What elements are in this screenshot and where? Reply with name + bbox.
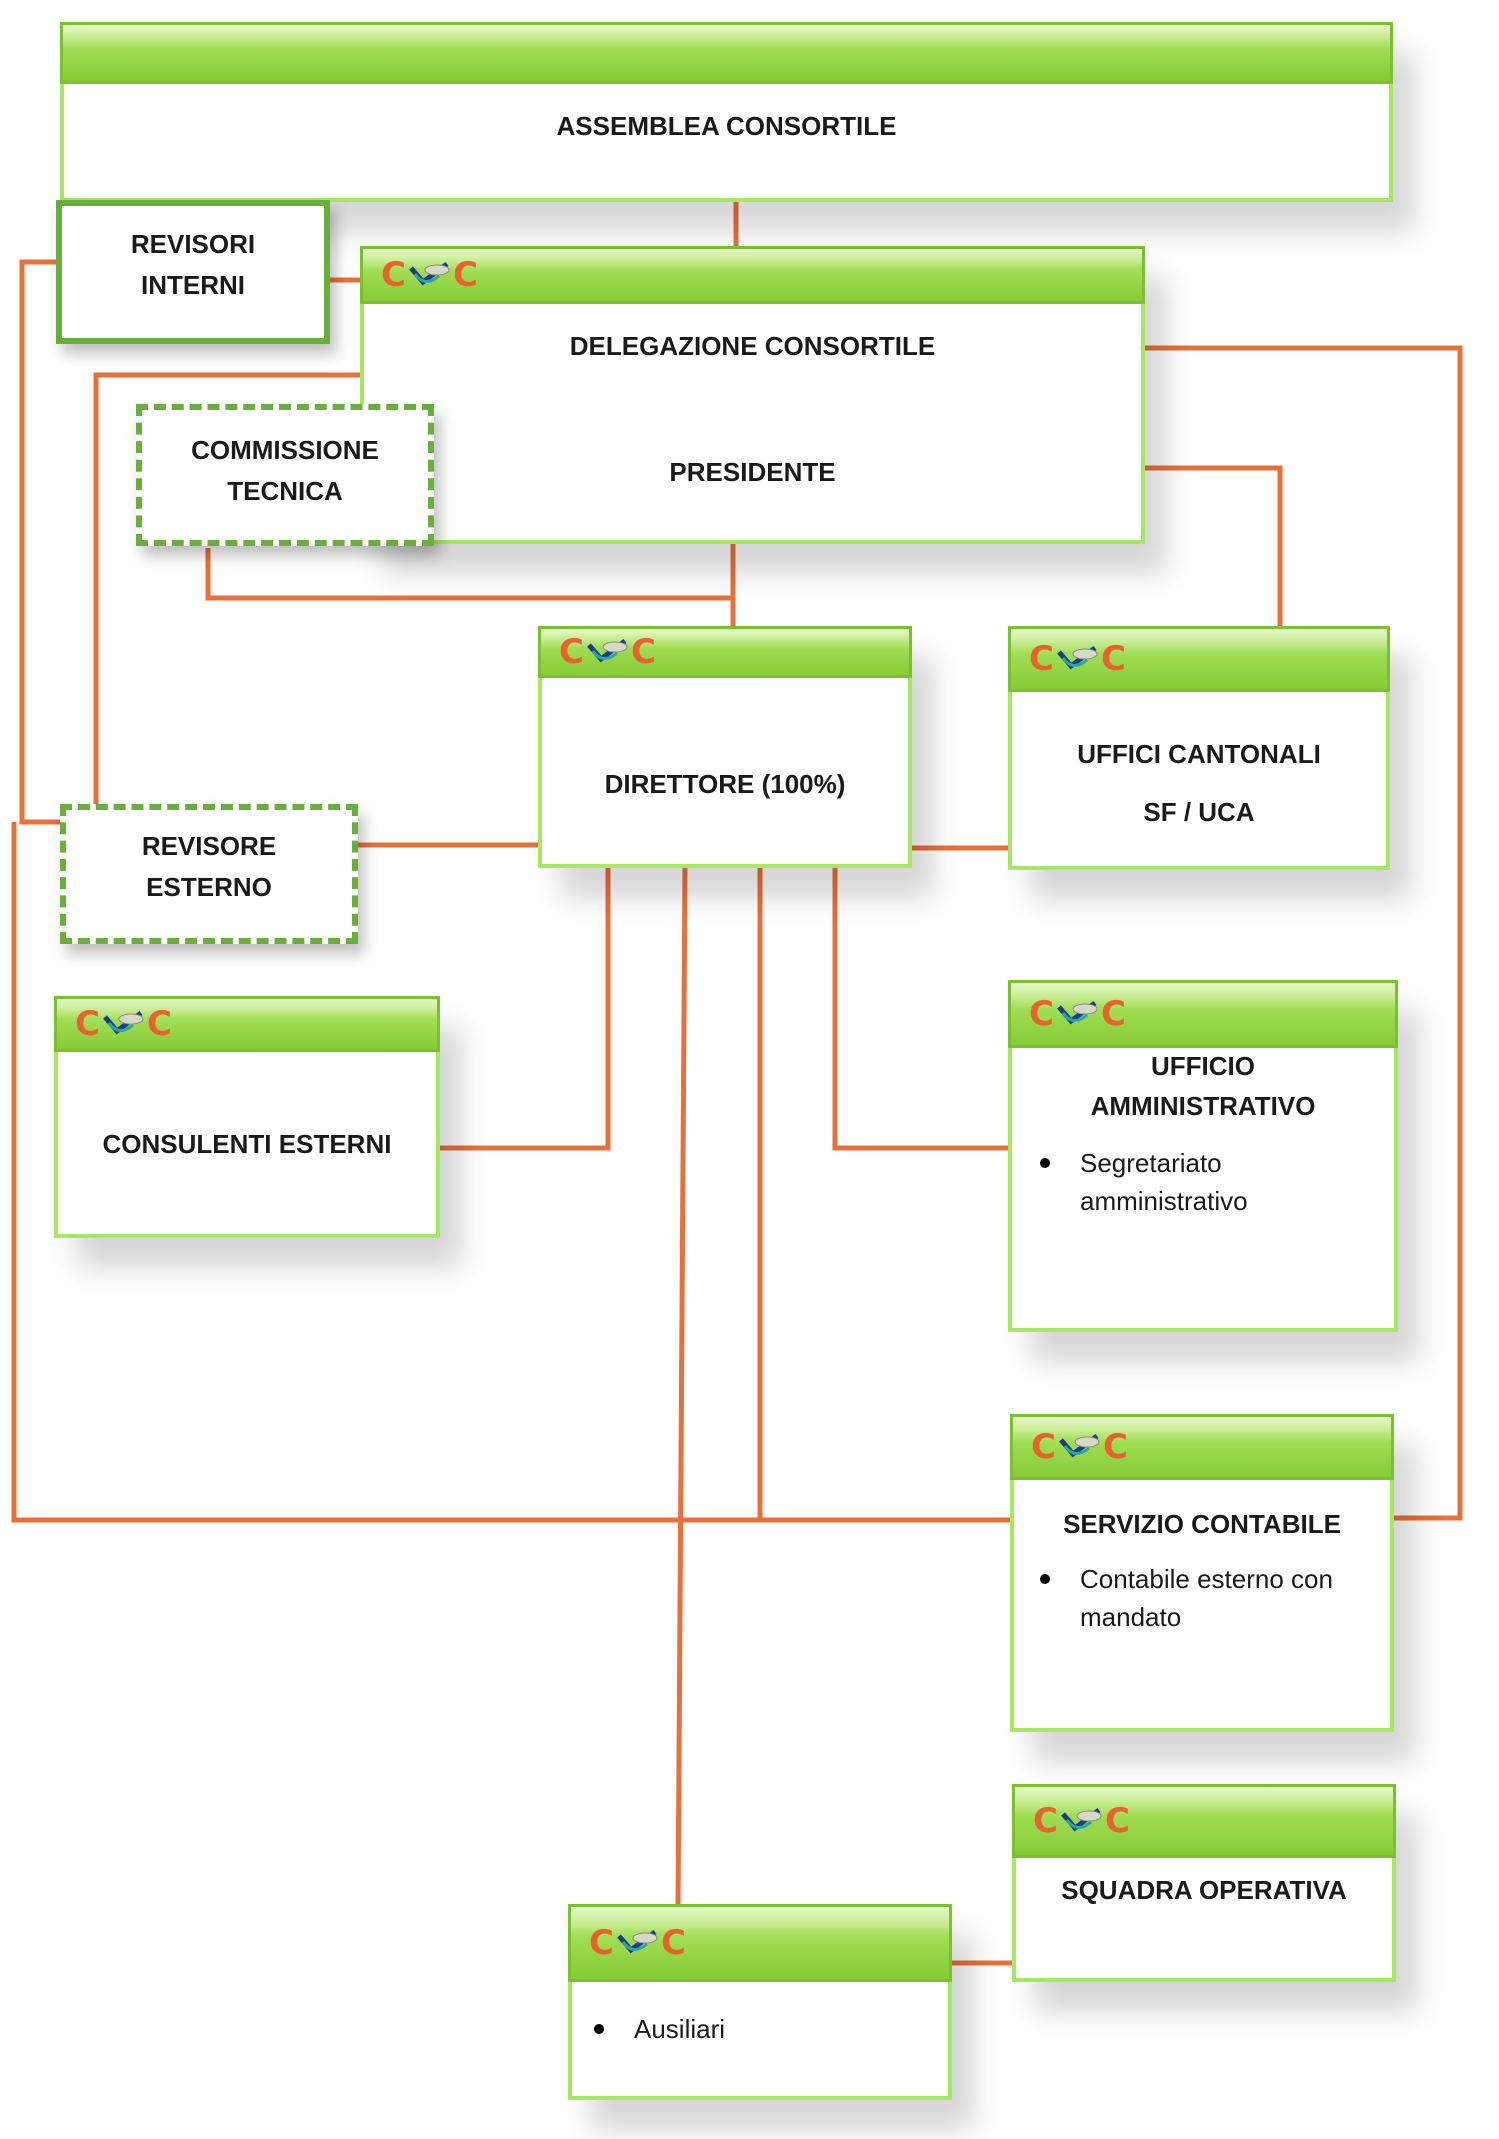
box-header	[60, 22, 1393, 84]
delegazione-title: DELEGAZIONE CONSORTILE	[569, 331, 936, 361]
box-revisore-esterno: REVISORE ESTERNO	[60, 804, 358, 944]
ufficio-amm-line2: AMMINISTRATIVO	[1090, 1091, 1316, 1121]
revisore-esterno-line2: ESTERNO	[146, 872, 272, 902]
line-commissione-direttore	[205, 548, 733, 601]
revisori-interni-line2: INTERNI	[141, 270, 245, 300]
uffici-cantonali-line1: UFFICI CANTONALI	[1077, 739, 1321, 769]
revisore-esterno-line1: REVISORE	[141, 831, 277, 861]
list-item: Segretariato amministrativo	[1036, 1144, 1256, 1220]
consulenti-title: CONSULENTI ESTERNI	[102, 1129, 392, 1159]
list-item: Ausiliari	[590, 2010, 890, 2048]
assemblea-title: ASSEMBLEA CONSORTILE	[556, 111, 897, 141]
uffici-cantonali-line2: SF / UCA	[1143, 797, 1255, 827]
ausiliari-list: Ausiliari	[590, 2010, 890, 2048]
line-delegazione-commissione	[93, 372, 362, 805]
line-direttore-consulenti	[438, 866, 611, 1151]
direttore-title: DIRETTORE (100%)	[604, 769, 846, 799]
line-direttore-ausiliari	[675, 865, 688, 1909]
line-presidente-uffici	[1143, 465, 1283, 628]
ufficio-amm-line1: UFFICIO	[1151, 1051, 1255, 1081]
line-delegazione-right	[1143, 345, 1463, 1521]
commissione-line1: COMMISSIONE	[191, 435, 379, 465]
ufficio-amm-list: Segretariato amministrativo	[1036, 1144, 1256, 1220]
box-revisori-interni: REVISORI INTERNI	[56, 200, 330, 344]
servizio-contabile-list: Contabile esterno con mandato	[1036, 1560, 1356, 1636]
commissione-line2: TECNICA	[227, 476, 343, 506]
box-commissione-tecnica: COMMISSIONE TECNICA	[136, 404, 434, 546]
line-direttore-ufficio-amm	[832, 866, 1012, 1151]
servizio-contabile-title: SERVIZIO CONTABILE	[1063, 1509, 1341, 1539]
line-left-outer	[19, 259, 62, 825]
squadra-title: SQUADRA OPERATIVA	[1061, 1875, 1347, 1905]
list-item: Contabile esterno con mandato	[1036, 1560, 1356, 1636]
presidente-title: PRESIDENTE	[669, 457, 836, 487]
box-assemblea-consortile: ASSEMBLEA CONSORTILE	[60, 22, 1393, 202]
revisori-interni-line1: REVISORI	[130, 229, 256, 259]
